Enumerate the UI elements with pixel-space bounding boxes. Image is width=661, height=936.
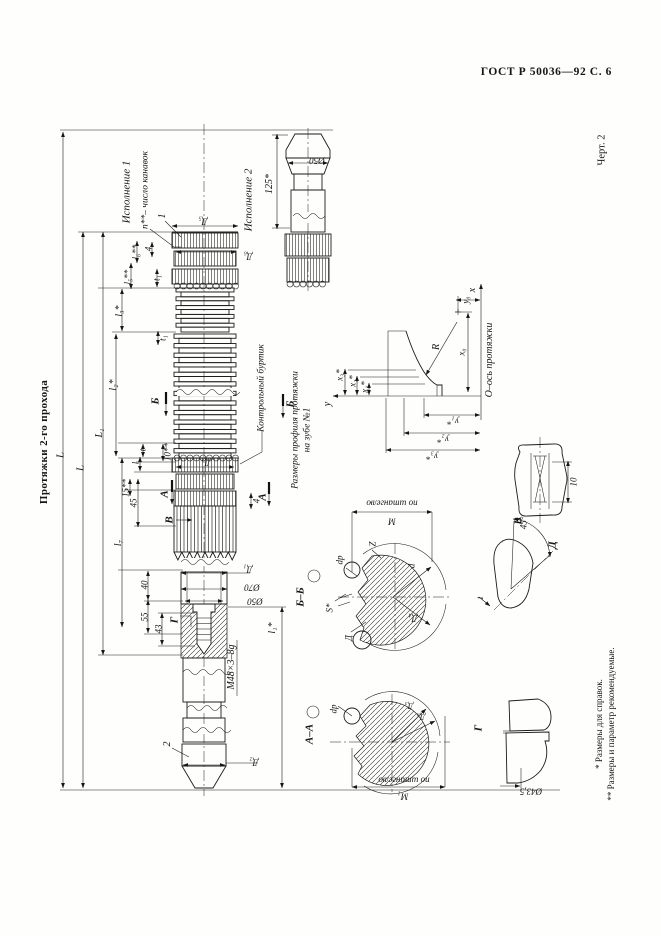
label-broach-axis: О–ось протяжки [484, 322, 495, 398]
dim-x2: х₂* [347, 375, 358, 387]
section-a-left: А [158, 490, 171, 498]
axis-y-label: у [322, 401, 333, 407]
dim-d-bb: d [406, 563, 417, 569]
label-caliper-bb: по штангелю [366, 498, 418, 509]
profile-caption-2: на зубе №1 [302, 407, 313, 453]
callout-g-main: Г [168, 616, 181, 624]
dim-d5-main: Д₅ [198, 216, 208, 227]
dim-l-small: l [130, 461, 141, 465]
label-caliper-aa-m1: М₁ [397, 791, 409, 802]
dim-43: 43 [153, 624, 164, 634]
dim-d4-bb: Д₄ [408, 613, 418, 624]
dim-l3: l₃* [114, 305, 125, 317]
dim-z: Z [367, 541, 378, 547]
dim-s: S* [324, 603, 335, 613]
profile-caption-1: Размеры профиля протяжки [290, 371, 301, 489]
section-bb-title: Б–Б [294, 587, 307, 607]
dim-55: 55 [139, 612, 150, 622]
dim-d5-aa: Д₅ [416, 712, 426, 723]
dim-x3: х₃* [334, 369, 345, 381]
dim-dp-aa: dр [328, 704, 339, 714]
section-aa-title: А–А [303, 723, 316, 745]
detail-d-label: Д [546, 541, 559, 549]
dim-y0: у₀ [460, 296, 471, 304]
label-grooves-count: n**– число канавок [140, 151, 151, 229]
callout-1: 1 [157, 213, 168, 219]
label-ispolnenie-2: Исполнение 2 [242, 168, 255, 232]
dim-d6-main: Д₆ [243, 251, 253, 262]
dim-y3: у₃* [426, 451, 438, 462]
label-control-collar: Контрольный буртик [256, 344, 267, 432]
dim-R: R [431, 343, 442, 351]
page-header: ГОСТ Р 50036—92 С. 6 [480, 66, 612, 78]
dim-l2: l₂* [108, 379, 119, 391]
dim-y2: у₂* [437, 434, 449, 445]
dim-t1-grooves: t₁ [151, 275, 162, 281]
dim-d1: Д₁ [243, 564, 253, 575]
label-caliper-aa: по штангелю [378, 775, 430, 786]
dim-10-v: 10 [568, 477, 579, 487]
dim-dia50-guide: Ø50 [247, 596, 263, 607]
dim-10: 10** [162, 443, 173, 461]
dim-L-isp2: L [54, 451, 67, 459]
dim-dia50-shank2: Ø50 [309, 155, 325, 166]
dim-x0: х₀ [456, 348, 467, 356]
dim-4-spline: 4 [251, 498, 262, 504]
footnote-2: ** Размеры и параметр рекомендуемые. [606, 647, 616, 801]
axis-x-label: x [467, 287, 478, 293]
dim-l5: l₅** [122, 269, 133, 285]
label-caliper-bb-m: М [388, 516, 396, 527]
dim-y1: у₁* [447, 416, 459, 427]
sheet-note: Черт. 2 [596, 134, 608, 166]
dim-d4-main: Д₄ [201, 457, 211, 468]
detail-g-label: Г [472, 724, 485, 732]
dim-t1-teeth: t₁ [157, 335, 168, 341]
dim-4-groove: 4 [143, 246, 154, 252]
dim-d3-aa: Д₃ [404, 701, 414, 712]
dim-l1: l₁* [267, 622, 278, 634]
dim-40: 40 [139, 580, 150, 590]
label-ispolnenie-1: Исполнение 1 [120, 160, 133, 224]
footnote-1: * Размеры для справок. [594, 679, 604, 769]
dim-L1: L₁ [94, 428, 105, 438]
section-b-left: Б [149, 397, 162, 405]
dim-dia70: Ø70 [244, 582, 260, 593]
view-v-arrow-label: В [163, 516, 176, 524]
dim-15: 15** [120, 479, 131, 497]
dim-125: 125* [264, 174, 275, 194]
dim-l7: l₇ [113, 539, 124, 547]
dim-45deg: 45° [518, 516, 529, 530]
callout-d-bb: Д [343, 635, 354, 641]
dim-l6: l₆** [130, 244, 141, 260]
dim-45: 45 [128, 498, 139, 508]
dim-dp-bb: dр [334, 555, 345, 565]
side-title: Протяжки 2-го прохода [38, 379, 50, 505]
dim-t: t [137, 448, 148, 452]
dim-d2: Д₂ [249, 757, 259, 768]
dim-L-isp1: L [74, 464, 87, 472]
callout-2: 2 [162, 741, 173, 747]
dim-dia43: Ø43,5 [519, 786, 543, 797]
dim-1-d: 1 [476, 596, 485, 600]
dim-x1: х₁* [359, 381, 370, 393]
dim-thread: М48×3–8g [226, 644, 237, 690]
